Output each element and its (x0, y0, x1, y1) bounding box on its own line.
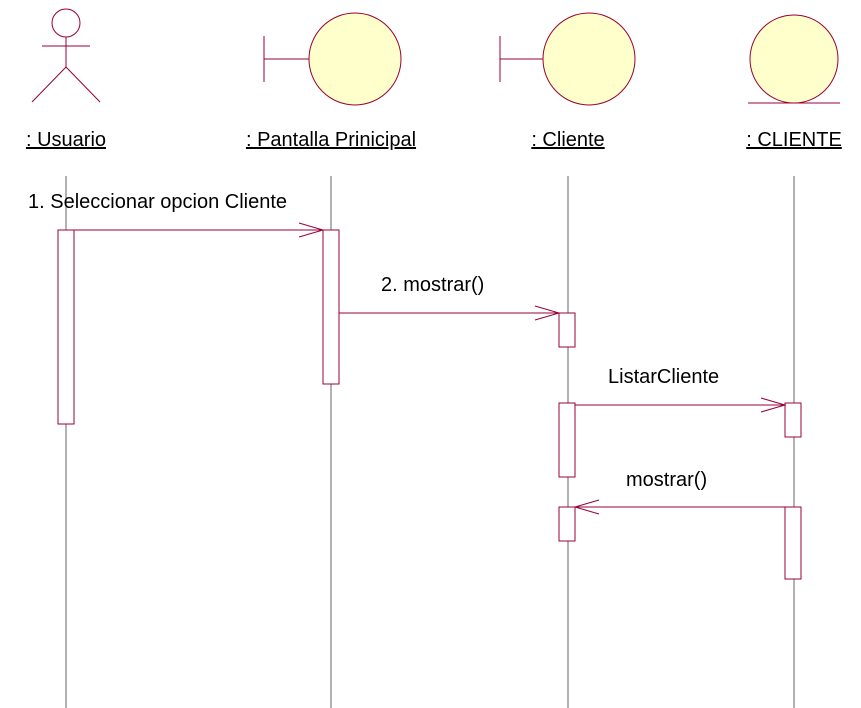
activation-pantalla (322, 229, 340, 385)
message-2 (339, 305, 561, 321)
activation-cliente-entity-1 (784, 402, 802, 438)
participant-label-pantalla: : Pantalla Prinicipal (246, 129, 416, 151)
message-3-label: ListarCliente (608, 366, 719, 388)
message-1 (74, 222, 325, 238)
activation-cliente-2 (558, 402, 576, 478)
activation-cliente-entity-2 (784, 506, 802, 580)
participant-label-cliente-entity: : CLIENTE (746, 129, 842, 151)
message-3 (575, 397, 787, 413)
message-1-label: 1. Seleccionar opcion Cliente (28, 191, 287, 213)
entity-cliente-icon (748, 14, 840, 104)
participant-label-usuario: : Usuario (26, 129, 106, 151)
boundary-cliente-icon (499, 12, 636, 106)
actor-usuario-icon (31, 8, 101, 103)
message-4-label: mostrar() (626, 469, 707, 491)
boundary-pantalla-icon (263, 12, 402, 106)
activation-usuario (57, 229, 75, 425)
message-2-label: 2. mostrar() (381, 274, 484, 296)
activation-cliente-1 (558, 312, 576, 348)
activation-cliente-3 (558, 506, 576, 542)
participant-label-cliente: : Cliente (531, 129, 604, 151)
message-4 (573, 499, 785, 515)
